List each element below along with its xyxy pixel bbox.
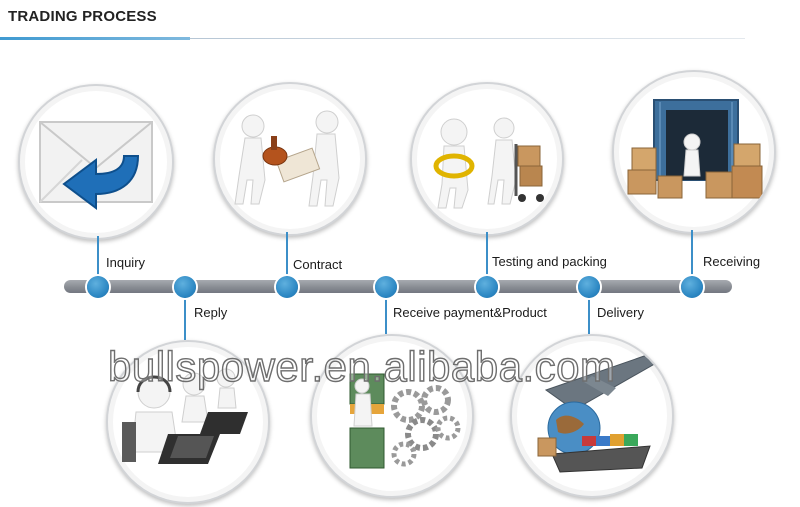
connector-inquiry [97,236,99,286]
connector-reply [184,290,186,340]
page-title: TRADING PROCESS [8,8,157,25]
reply-illustration [106,340,270,504]
delivery-illustration [510,334,674,498]
watermark-text: bullspower.en.alibaba.com [107,342,616,390]
step-label-delivery: Delivery [597,305,644,320]
header-divider [0,38,745,39]
node-delivery [578,276,600,298]
node-testing [476,276,498,298]
receive-payment-illustration [310,334,474,498]
step-label-receiving: Receiving [703,254,761,269]
inspection-packing-icon [433,117,544,209]
testing-packing-illustration [410,82,564,236]
node-payment [375,276,397,298]
receiving-illustration [612,70,776,234]
step-label-contract: Contract [293,257,343,272]
step-label-inquiry: Inquiry [106,255,146,270]
step-label-payment: Receive payment&Product [393,305,547,320]
step-label-testing: Testing and packing [492,254,607,269]
envelope-reply-icon [39,121,153,210]
container-boxes-icon [627,99,763,199]
inquiry-illustration [18,84,174,240]
connector-payment [385,290,387,334]
contract-stamp-icon [234,110,340,207]
node-contract [276,276,298,298]
connector-receiving [691,230,693,286]
node-inquiry [87,276,109,298]
node-receiving [681,276,703,298]
timeline-bar [64,280,732,293]
connector-contract [286,232,288,286]
money-gears-icon [349,373,461,469]
shipping-globe-icon [537,353,659,473]
node-reply [174,276,196,298]
step-label-reply: Reply [194,305,228,320]
contract-illustration [213,82,367,236]
header-accent-bar [0,37,190,40]
connector-delivery [588,290,590,334]
connector-testing [486,232,488,286]
call-center-operators-icon [122,368,248,464]
